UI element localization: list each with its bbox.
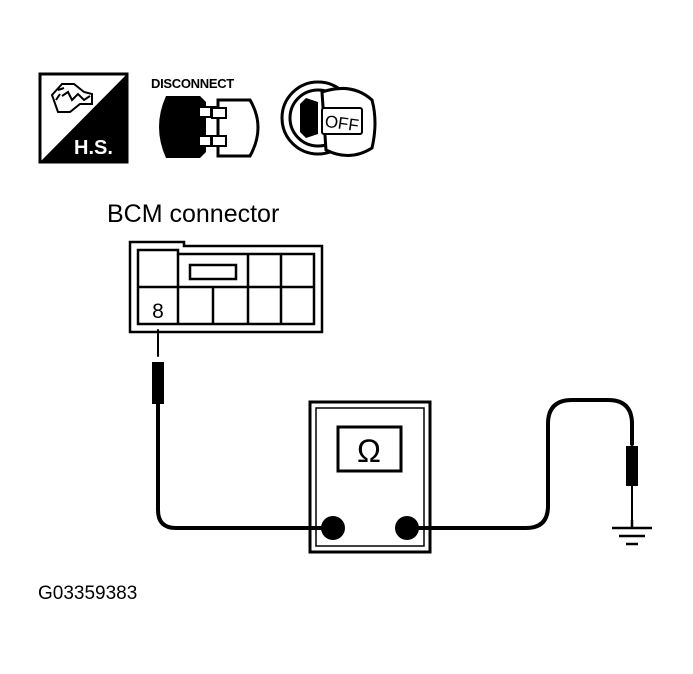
figure-id: G03359383 (38, 583, 137, 604)
bcm-connector (128, 240, 324, 334)
ground-symbol-icon (612, 520, 652, 546)
test-lead-left (152, 329, 323, 530)
disconnect-label: DISCONNECT (151, 76, 234, 91)
ignition-off-label: OFF (324, 112, 360, 136)
ohmmeter (308, 400, 432, 554)
meter-jack-right (395, 516, 419, 540)
test-lead-right (417, 398, 638, 530)
terminal-8-label: 8 (152, 300, 164, 323)
connector-title: BCM connector (107, 200, 279, 228)
hs-label: H.S. (74, 137, 113, 159)
disconnect-icon: DISCONNECT (151, 76, 260, 158)
meter-symbol: Ω (357, 433, 381, 469)
meter-jack-left (321, 516, 345, 540)
connector-disconnect-icon (159, 96, 260, 158)
ignition-icon: OFF (280, 80, 377, 157)
ignition-key-icon (280, 80, 377, 157)
hs-icon: H.S. (38, 72, 129, 164)
hand-tool-icon (50, 83, 93, 113)
